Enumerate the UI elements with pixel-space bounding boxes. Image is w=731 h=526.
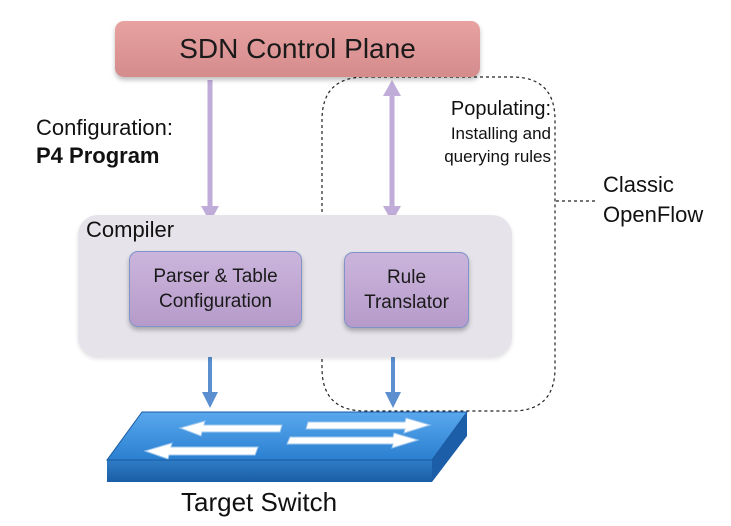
p4-program-label: P4 Program [36,143,160,168]
target-switch-label: Target Switch [181,487,338,517]
arrow-populating-head-down [383,206,401,222]
sdn-control-plane-box: SDN Control Plane [115,21,480,77]
classic-openflow-region [321,76,556,412]
switch-arrow-right-1 [305,417,432,434]
rule-translator-box: Rule Translator [344,252,469,328]
rule-box-line2: Translator [364,292,449,313]
switch-arrow-left-2 [143,442,259,460]
classic-line1: Classic [603,172,674,197]
configuration-line1: Configuration: [36,115,173,140]
arrow-parser-to-switch-head [202,392,218,408]
arrow-populating-head-up [383,80,401,96]
parser-box-line2: Configuration [158,291,273,312]
parser-table-config-box: Parser & Table Configuration [129,251,302,327]
populating-line1: Installing and [450,124,551,143]
populating-title: Populating: [450,98,551,120]
arrow-rule-to-switch-head-down [385,392,401,408]
compiler-label: Compiler [86,217,175,242]
switch-front-face [107,460,432,482]
classic-openflow-label: Classic OpenFlow [603,170,703,230]
switch-arrow-right-2 [286,432,420,449]
switch-arrow-left-1 [178,420,283,437]
populating-label: Populating: Installing and querying rule… [405,97,551,168]
classic-line2: OpenFlow [603,202,704,227]
configuration-label: Configuration: P4 Program [36,114,173,170]
rule-box-line1: Rule [386,267,427,288]
arrow-config-head [201,206,219,222]
sdn-control-plane-label: SDN Control Plane [179,33,416,64]
parser-box-line1: Parser & Table [153,266,278,287]
populating-line2: querying rules [444,147,551,166]
